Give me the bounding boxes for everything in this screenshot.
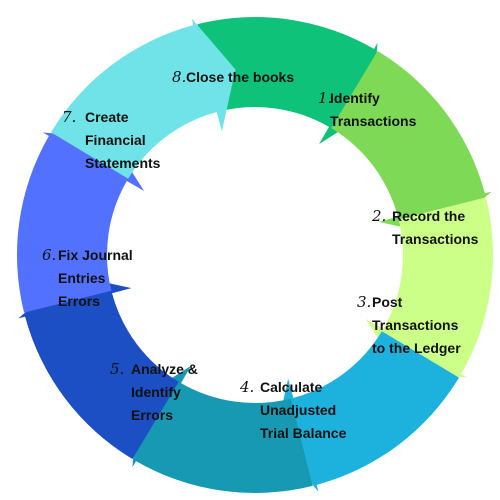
step-7-arrow bbox=[18, 274, 179, 460]
step-text-line: Errors bbox=[58, 293, 100, 309]
step-text-line: Financial bbox=[85, 132, 146, 148]
step-number: 7. bbox=[62, 108, 76, 126]
step-text-line: Identify bbox=[330, 90, 380, 106]
step-3-arrow bbox=[331, 50, 492, 236]
step-text-line: Record the bbox=[392, 208, 465, 224]
step-text-line: Entries bbox=[58, 270, 106, 286]
step-text-line: Trial Balance bbox=[260, 425, 347, 441]
step-1-arrow bbox=[50, 18, 236, 179]
step-text-line: Errors bbox=[131, 407, 173, 423]
step-text-line: Transactions bbox=[372, 317, 459, 333]
step-number: 4. bbox=[239, 378, 254, 396]
step-5-arrow bbox=[274, 331, 460, 492]
step-text-line: Statements bbox=[85, 155, 161, 171]
step-8-label: 8.Close the books bbox=[172, 68, 294, 86]
step-number: 1. bbox=[318, 89, 332, 107]
step-6-arrow bbox=[132, 365, 313, 493]
step-text-line: Close the books bbox=[186, 69, 294, 85]
step-number: 8. bbox=[172, 68, 186, 86]
step-2-arrow bbox=[197, 17, 378, 145]
cycle-arrows bbox=[17, 17, 493, 493]
step-text-line: Transactions bbox=[392, 231, 479, 247]
step-text-line: Calculate bbox=[260, 379, 322, 395]
step-text-line: Fix Journal bbox=[58, 247, 133, 263]
step-number: 2. bbox=[371, 207, 386, 225]
step-text-line: Post bbox=[372, 294, 403, 310]
step-number: 3. bbox=[357, 293, 371, 311]
step-4-arrow bbox=[365, 197, 493, 378]
step-text-line: Identify bbox=[131, 384, 181, 400]
step-number: 5. bbox=[110, 360, 124, 378]
step-number: 6. bbox=[42, 246, 56, 264]
step-text-line: Unadjusted bbox=[260, 402, 336, 418]
step-text-line: Create bbox=[85, 109, 129, 125]
step-text-line: Transactions bbox=[330, 113, 417, 129]
step-8-arrow bbox=[17, 132, 145, 313]
step-text-line: Analyze & bbox=[131, 361, 198, 377]
step-text-line: to the Ledger bbox=[372, 340, 461, 356]
